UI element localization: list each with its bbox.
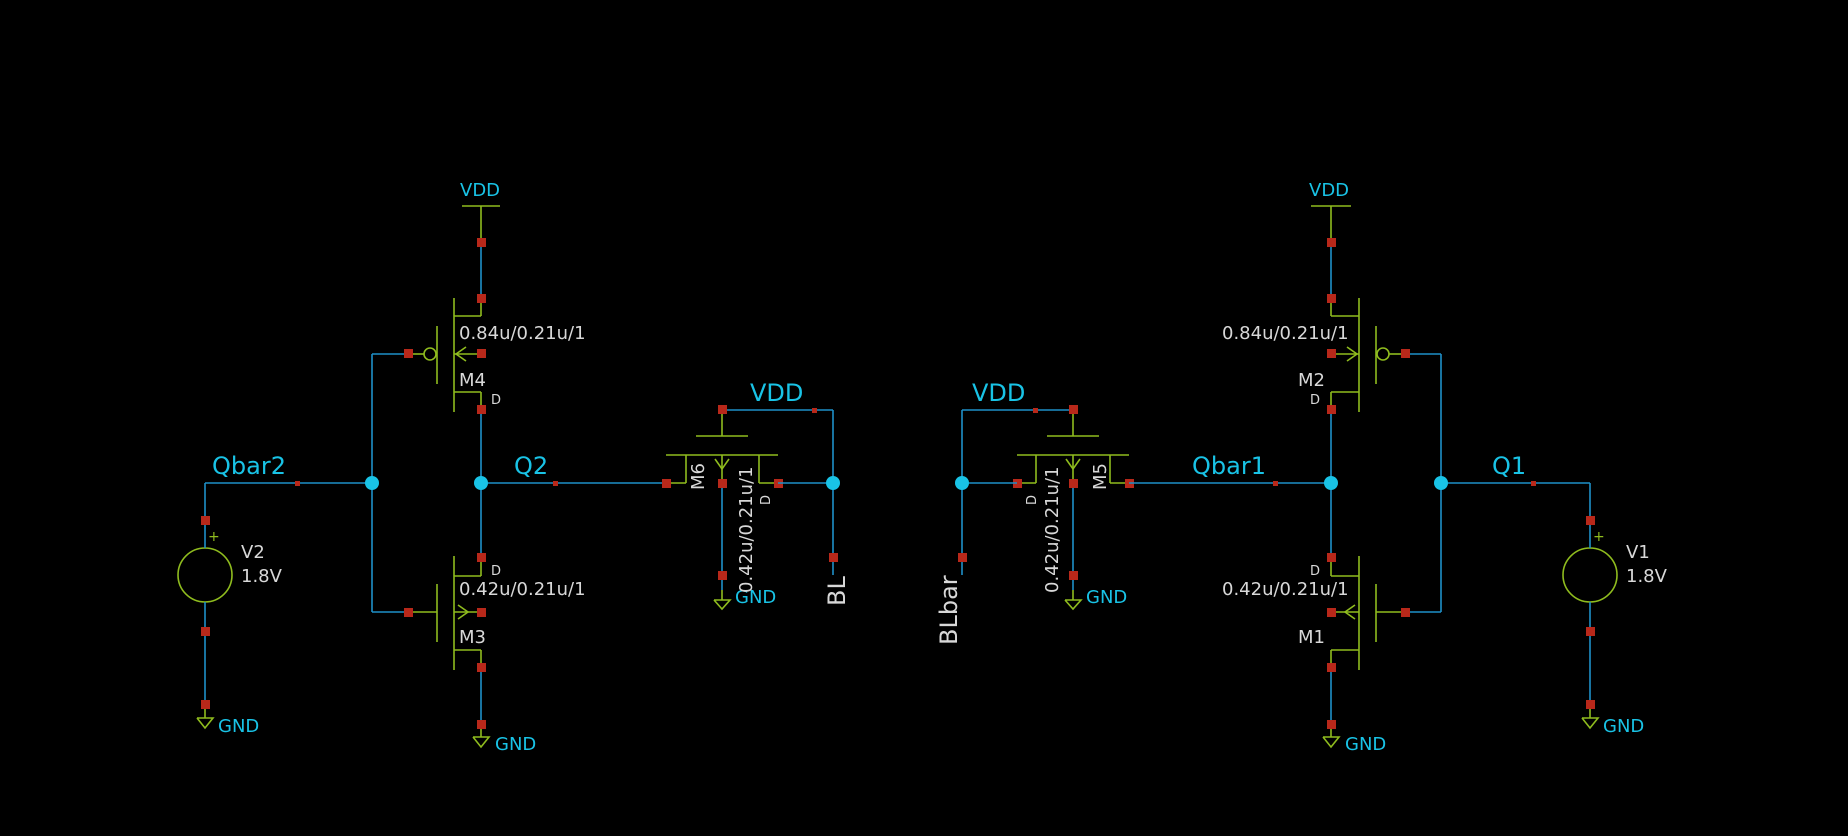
bl-net-label: BL bbox=[823, 576, 851, 606]
v1-plus-marker: + bbox=[1593, 529, 1605, 545]
m5-vdd-label: VDD bbox=[972, 379, 1025, 407]
v2-plus-marker: + bbox=[208, 529, 220, 545]
qbar1-net-label: Qbar1 bbox=[1192, 452, 1266, 480]
vdd-label: VDD bbox=[460, 180, 500, 201]
m3-name-label: M3 bbox=[459, 627, 486, 648]
m6-vdd-label: VDD bbox=[750, 379, 803, 407]
voltage-source-v1[interactable]: + GND V1 1.8V bbox=[1562, 483, 1668, 737]
gnd-symbol: GND bbox=[1322, 668, 1386, 755]
junction-dot bbox=[1434, 476, 1448, 490]
m2-size-label: 0.84u/0.21u/1 bbox=[1222, 323, 1349, 344]
junction-dot bbox=[955, 476, 969, 490]
net-q1: Q1 bbox=[1441, 452, 1590, 486]
q2-net-label: Q2 bbox=[514, 452, 548, 480]
m4-name-label: M4 bbox=[459, 370, 486, 391]
junctions bbox=[365, 476, 1448, 490]
m5-gnd-label: GND bbox=[1086, 587, 1127, 608]
net-blbar: BLbar bbox=[935, 482, 1017, 645]
m3-size-label: 0.42u/0.21u/1 bbox=[459, 579, 586, 600]
m1-drain-marker: D bbox=[1310, 564, 1320, 579]
m2-drain-marker: D bbox=[1310, 393, 1320, 408]
v2-gnd-label: GND bbox=[218, 716, 259, 737]
m2-name-label: M2 bbox=[1298, 370, 1325, 391]
pmos-m4[interactable]: 0.84u/0.21u/1 M4 D bbox=[408, 298, 586, 412]
m4-size-label: 0.84u/0.21u/1 bbox=[459, 323, 586, 344]
gnd-label: GND bbox=[1345, 734, 1386, 755]
v2-name-label: V2 bbox=[241, 542, 265, 563]
m1-size-label: 0.42u/0.21u/1 bbox=[1222, 579, 1349, 600]
right-inverter: VDD 0.84u/0.21u/1 M2 D bbox=[1222, 180, 1442, 755]
m5-name-label: M5 bbox=[1090, 463, 1111, 490]
m5-drain-marker: D bbox=[1025, 495, 1040, 505]
net-q2: Q2 bbox=[481, 452, 666, 486]
junction-dot bbox=[474, 476, 488, 490]
m1-name-label: M1 bbox=[1298, 627, 1325, 648]
gnd-label: GND bbox=[495, 734, 536, 755]
voltage-source-v2[interactable]: + GND V2 1.8V bbox=[177, 483, 283, 737]
nmos-m1[interactable]: D 0.42u/0.21u/1 M1 bbox=[1222, 556, 1405, 670]
nmos-m5[interactable]: VDD GND M5 0.42u/0.21u/1 D bbox=[961, 379, 1134, 611]
q1-net-label: Q1 bbox=[1492, 452, 1526, 480]
left-inverter: VDD 0.84u/0.21u/1 M4 D bbox=[371, 180, 586, 755]
v1-gnd-label: GND bbox=[1603, 716, 1644, 737]
pmos-m2[interactable]: 0.84u/0.21u/1 M2 D bbox=[1222, 298, 1405, 412]
junction-dot bbox=[826, 476, 840, 490]
vdd-label: VDD bbox=[1309, 180, 1349, 201]
m6-size-label: 0.42u/0.21u/1 bbox=[736, 466, 757, 593]
net-qbar2: Qbar2 bbox=[205, 452, 372, 486]
net-qbar1: Qbar1 bbox=[1129, 452, 1331, 486]
v1-name-label: V1 bbox=[1626, 542, 1650, 563]
m6-name-label: M6 bbox=[688, 463, 709, 490]
net-bl: BL bbox=[778, 482, 851, 606]
junction-dot bbox=[1324, 476, 1338, 490]
v1-value-label: 1.8V bbox=[1626, 566, 1668, 587]
m5-size-label: 0.42u/0.21u/1 bbox=[1042, 466, 1063, 593]
vdd-symbol: VDD bbox=[460, 180, 500, 298]
v2-value-label: 1.8V bbox=[241, 566, 283, 587]
blbar-net-label: BLbar bbox=[935, 575, 963, 645]
m6-gnd-label: GND bbox=[735, 587, 776, 608]
vdd-symbol: VDD bbox=[1309, 180, 1351, 298]
junction-dot bbox=[365, 476, 379, 490]
m4-drain-marker: D bbox=[491, 393, 501, 408]
m3-drain-marker: D bbox=[491, 564, 501, 579]
qbar2-net-label: Qbar2 bbox=[212, 452, 286, 480]
m6-drain-marker: D bbox=[759, 495, 774, 505]
